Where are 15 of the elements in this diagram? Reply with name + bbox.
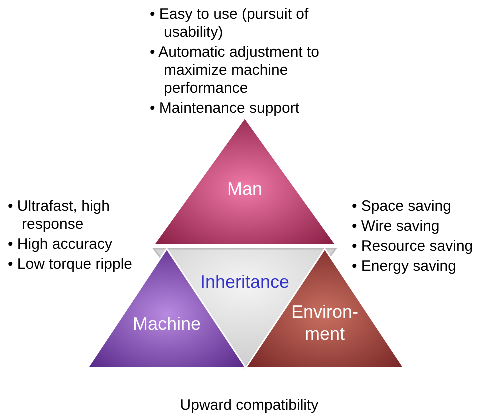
- bullet-item: • Ultrafast, high response: [8, 198, 111, 234]
- triangle-label: Machine: [132, 313, 202, 335]
- bullet-item: • High accuracy: [8, 236, 114, 254]
- triangle-label: Man: [226, 178, 264, 200]
- caption: Upward compatibility: [179, 397, 320, 414]
- bullet-item: • Resource saving: [352, 238, 474, 256]
- bullet-item: • Maintenance support: [150, 100, 301, 118]
- triangle-label: Environ-ment: [290, 301, 360, 345]
- bullet-item: • Space saving: [352, 198, 452, 216]
- bullet-item: • Automatic adjustment to maximize machine performance: [150, 44, 321, 98]
- bullet-item: • Low torque ripple: [8, 256, 134, 274]
- triangle-label: Inheritance: [199, 271, 291, 293]
- bullet-item: • Energy saving: [352, 258, 458, 276]
- bullet-item: • Easy to use (pursuit of usability): [150, 6, 310, 42]
- bullet-item: • Wire saving: [352, 218, 441, 236]
